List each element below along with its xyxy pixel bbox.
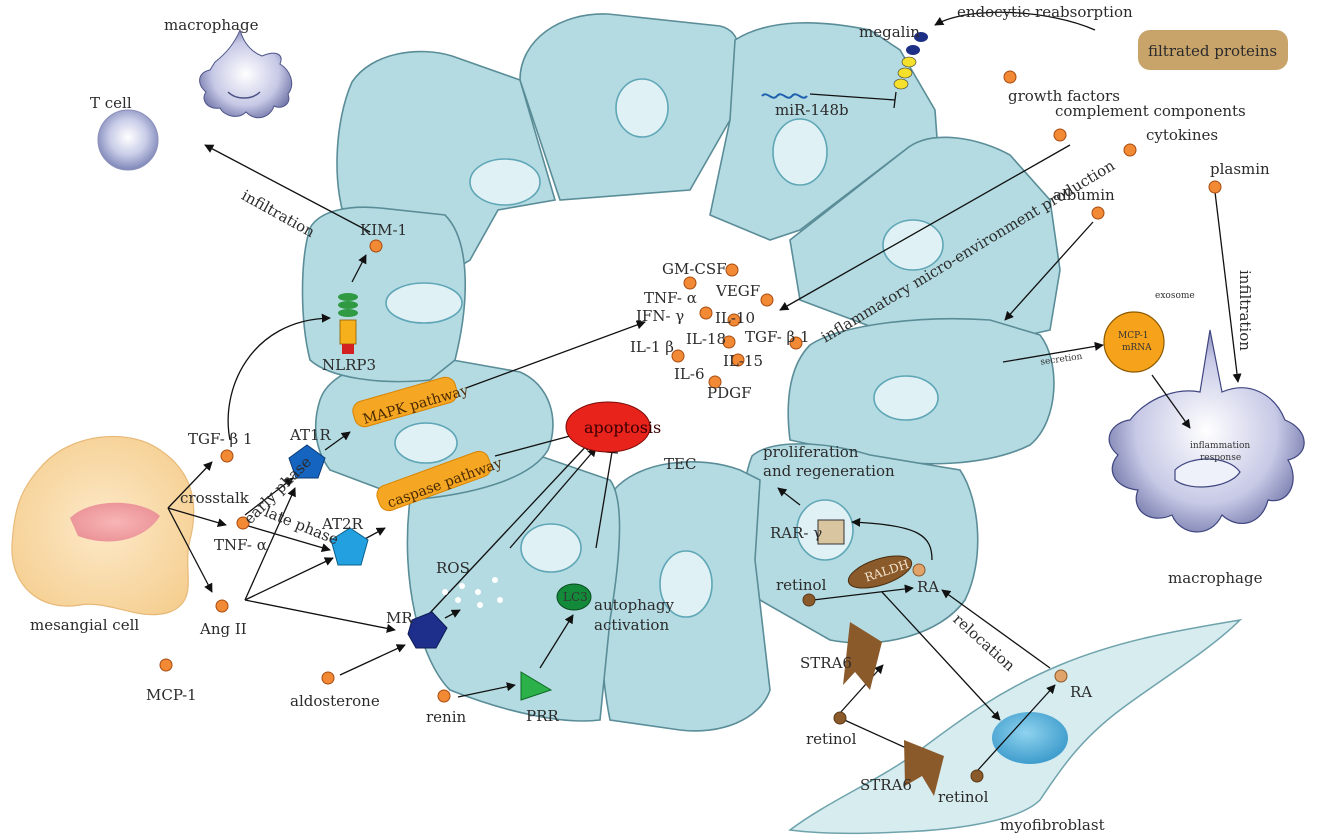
- ros-dots: [442, 577, 503, 608]
- tec-nucleus: [873, 375, 939, 421]
- il1b-label: IL-1 β: [630, 338, 674, 356]
- albumin-label: albumin: [1053, 186, 1115, 204]
- growth-factors-label: growth factors: [1008, 87, 1120, 105]
- proliferation-label: proliferation: [763, 443, 859, 461]
- endocytic-label: endocytic reabsorption: [957, 3, 1133, 21]
- at1r-receptor: [288, 444, 326, 479]
- mcp1-mrna-label-2: mRNA: [1122, 343, 1152, 353]
- molecule-dots: [159, 70, 1222, 703]
- rar-g-label: RAR- γ: [770, 524, 822, 542]
- retinol-out-label: retinol: [806, 730, 857, 748]
- tec-nucleus: [882, 219, 944, 271]
- t-cell-label: T cell: [90, 94, 132, 112]
- inflammation-label: inflammation: [1190, 441, 1250, 451]
- gm-csf-label: GM-CSF: [662, 260, 727, 278]
- t-cell: [97, 109, 159, 171]
- megalin-label: megalin: [859, 23, 920, 41]
- tec-label: TEC: [664, 455, 696, 473]
- raldh-marker: [847, 555, 913, 589]
- mirna-icon: [761, 93, 808, 99]
- lumen-tgf-b1-label: TGF- β 1: [745, 328, 810, 346]
- prr-label: PRR: [526, 707, 559, 725]
- tec-nucleus: [615, 78, 669, 138]
- tgf-b1-label: TGF- β 1: [188, 430, 253, 448]
- infiltration-left-label: infiltration: [238, 186, 318, 241]
- exosome-label: exosome: [1155, 291, 1195, 301]
- macrophage-right-label: macrophage: [1168, 569, 1263, 587]
- apoptosis-marker: [565, 401, 651, 453]
- mcp1-label: MCP-1: [146, 686, 197, 704]
- ang-ii-label: Ang II: [199, 620, 247, 638]
- ifn-g-label: IFN- γ: [636, 307, 684, 325]
- apoptosis-label: apoptosis: [584, 418, 661, 437]
- macrophage-top-label: macrophage: [164, 16, 259, 34]
- lumen-tnf-a-label: TNF- α: [644, 289, 697, 307]
- mcp1-mrna-label-1: MCP-1: [1118, 331, 1148, 341]
- filtrated-proteins-label: filtrated proteins: [1148, 42, 1277, 60]
- ros-label: ROS: [436, 559, 470, 577]
- lc3-marker: [556, 583, 592, 611]
- il15-label: IL-15: [723, 352, 763, 370]
- stra6-bottom-label: STRA6: [860, 776, 912, 794]
- at2r-receptor: [330, 527, 369, 566]
- autophagy-label: autophagy: [594, 596, 674, 614]
- tec-nucleus: [469, 158, 541, 206]
- filtrated-proteins-box: [1138, 30, 1288, 70]
- at2r-label: AT2R: [321, 515, 364, 533]
- tec-nucleus: [659, 550, 713, 618]
- rar-g-box: [817, 519, 845, 545]
- at1r-label: AT1R: [289, 426, 332, 444]
- crosstalk-label: crosstalk: [180, 489, 250, 507]
- plasmin-label: plasmin: [1210, 160, 1270, 178]
- vegf-label: VEGF: [715, 282, 760, 300]
- mesangial-cell-label: mesangial cell: [30, 616, 139, 634]
- megalin-icon: [893, 32, 928, 90]
- stra6-top-label: STRA6: [800, 654, 852, 672]
- macrophage-right: [1108, 329, 1305, 533]
- prr-receptor: [520, 671, 553, 701]
- tec-nucleus: [394, 422, 458, 464]
- il10-label: IL-10: [715, 309, 755, 327]
- nlrp3-icon: [338, 293, 358, 354]
- exosome: [1103, 311, 1165, 373]
- tec-cell-top-center-right: [709, 22, 941, 241]
- lc3-label: LC3: [563, 590, 588, 604]
- ra-tec-label: RA: [917, 578, 939, 596]
- tec-nucleus: [772, 118, 828, 186]
- mr-receptor: [407, 611, 448, 649]
- infiltration-right-label: infiltration: [1236, 270, 1254, 351]
- complement-label: complement components: [1055, 102, 1246, 120]
- renin-label: renin: [426, 708, 467, 726]
- il6-label: IL-6: [674, 365, 705, 383]
- regeneration-label: and regeneration: [763, 462, 895, 480]
- response-label: response: [1200, 453, 1241, 463]
- caspase-pathway-pill: [376, 450, 492, 512]
- kim1-label: KIM-1: [360, 221, 407, 239]
- retinol-tec-label: retinol: [776, 576, 827, 594]
- ra-myo-label: RA: [1070, 683, 1092, 701]
- il18-label: IL-18: [686, 330, 726, 348]
- mir148b-label: miR-148b: [775, 101, 849, 119]
- retinol-myo-label: retinol: [938, 788, 989, 806]
- myofibroblast: [788, 618, 1243, 835]
- retinoid-dots: [802, 563, 1068, 783]
- stra6-bottom-icon: [904, 740, 944, 796]
- aldosterone-label: aldosterone: [290, 692, 380, 710]
- tec-nucleus: [520, 523, 582, 573]
- stra6-top-icon: [843, 622, 882, 690]
- nlrp3-label: NLRP3: [322, 356, 376, 374]
- arrows: [167, 11, 1242, 771]
- tnf-a-label: TNF- α: [214, 536, 267, 554]
- mr-label: MR: [386, 609, 413, 627]
- mesangial-cell: [11, 435, 195, 616]
- tec-nucleus: [385, 282, 463, 324]
- mapk-pathway-pill: [352, 376, 458, 428]
- cytokines-label: cytokines: [1146, 126, 1218, 144]
- pdgf-label: PDGF: [707, 384, 752, 402]
- myofibroblast-label: myofibroblast: [1000, 816, 1105, 834]
- activation-label: activation: [594, 616, 669, 634]
- macrophage-top: [199, 28, 293, 119]
